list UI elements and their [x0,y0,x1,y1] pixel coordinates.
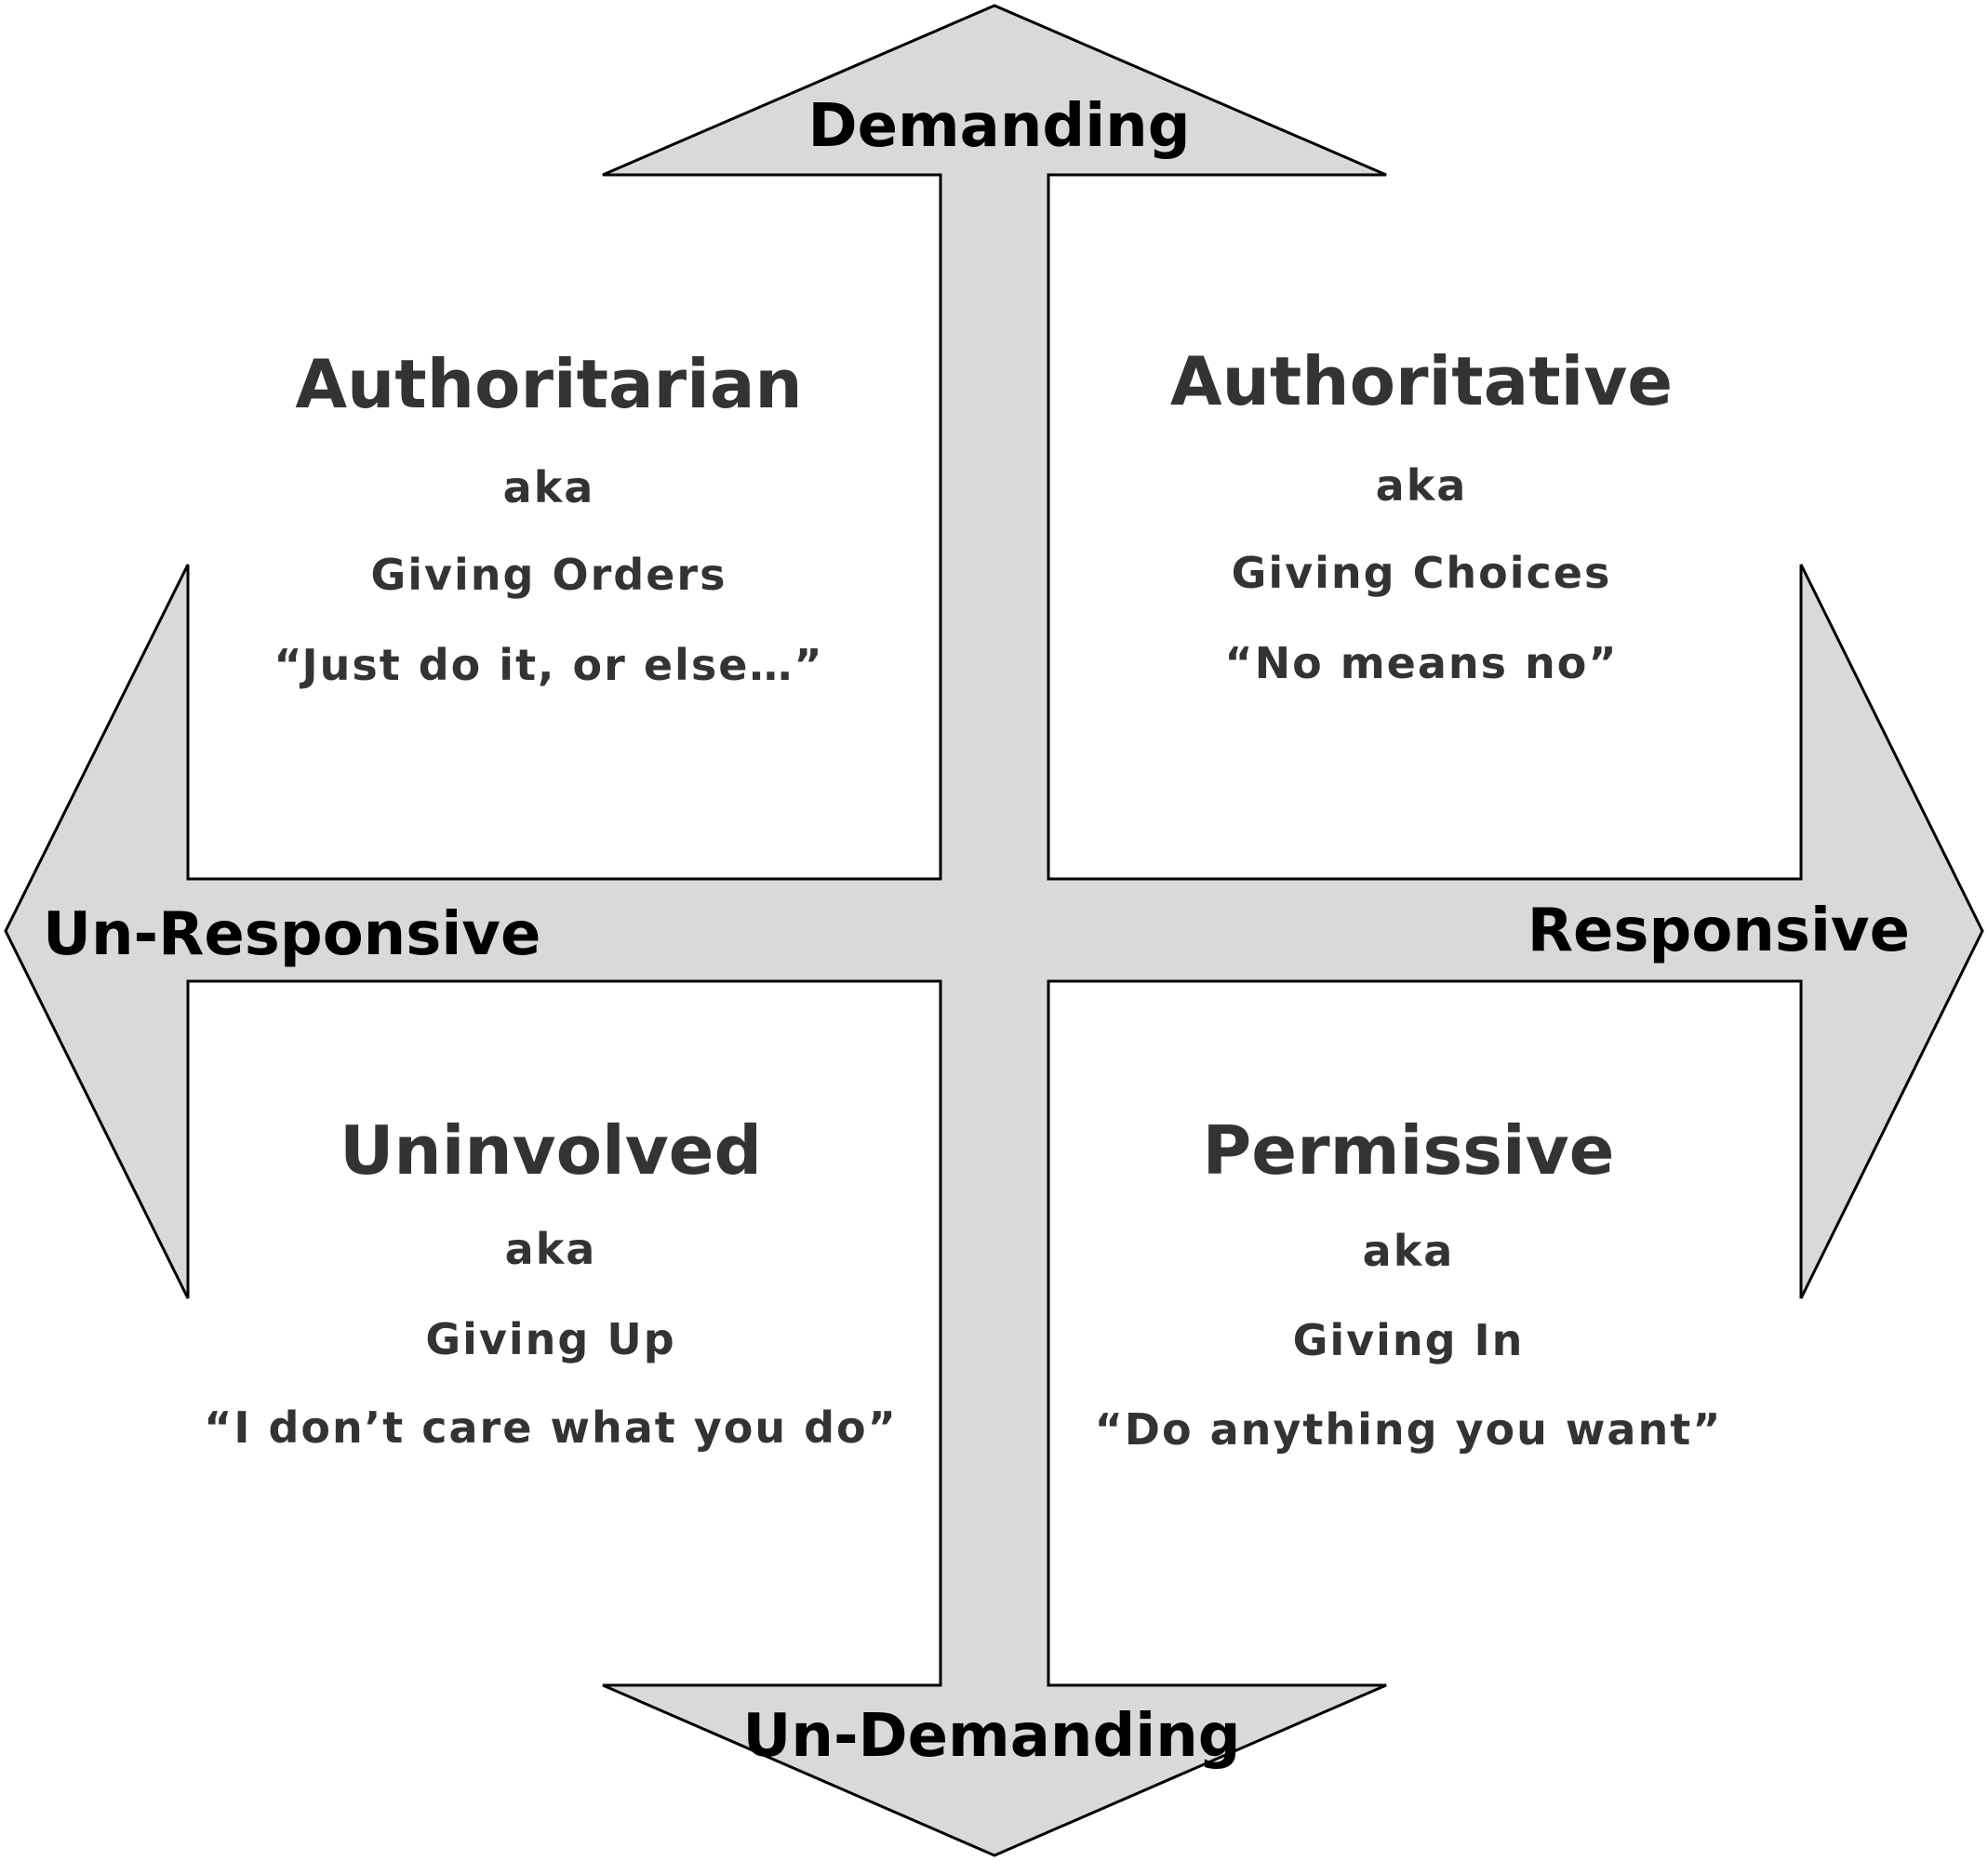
quadrant-aka: aka [1363,1226,1455,1276]
axis-label-bottom: Un-Demanding [742,1702,1240,1771]
quadrant-style: Giving Orders [371,550,727,600]
quadrant-style: Giving Choices [1232,548,1612,598]
quadrant-title: Authoritative [1170,342,1673,420]
quadrant-quote: “No means no” [1224,638,1618,688]
quadrant-authoritative: Authoritative aka Giving Choices “No mea… [1170,342,1673,688]
quadrant-quote: “Just do it, or else…” [274,640,823,690]
quadrant-title: Permissive [1203,1111,1615,1190]
quadrant-aka: aka [505,1224,597,1274]
quadrant-authoritarian: Authoritarian aka Giving Orders “Just do… [274,345,823,690]
quadrant-aka: aka [1376,460,1468,511]
quadrant-permissive: Permissive aka Giving In “Do anything yo… [1095,1111,1723,1455]
quadrant-aka: aka [503,462,595,512]
axis-label-right: Responsive [1528,897,1910,965]
quadrant-quote: “I don’t care what you do” [204,1402,898,1453]
quadrant-style: Giving Up [425,1314,675,1364]
quadrant-uninvolved: Uninvolved aka Giving Up “I don’t care w… [204,1111,898,1453]
axes-cross-arrow [4,4,1984,1857]
quadrant-title: Uninvolved [340,1111,762,1190]
axis-label-left: Un-Responsive [43,900,540,969]
quadrant-style: Giving In [1293,1315,1525,1365]
axis-label-top: Demanding [807,92,1190,161]
quadrant-title: Authoritarian [295,345,802,423]
quadrant-quote: “Do anything you want” [1095,1404,1723,1455]
